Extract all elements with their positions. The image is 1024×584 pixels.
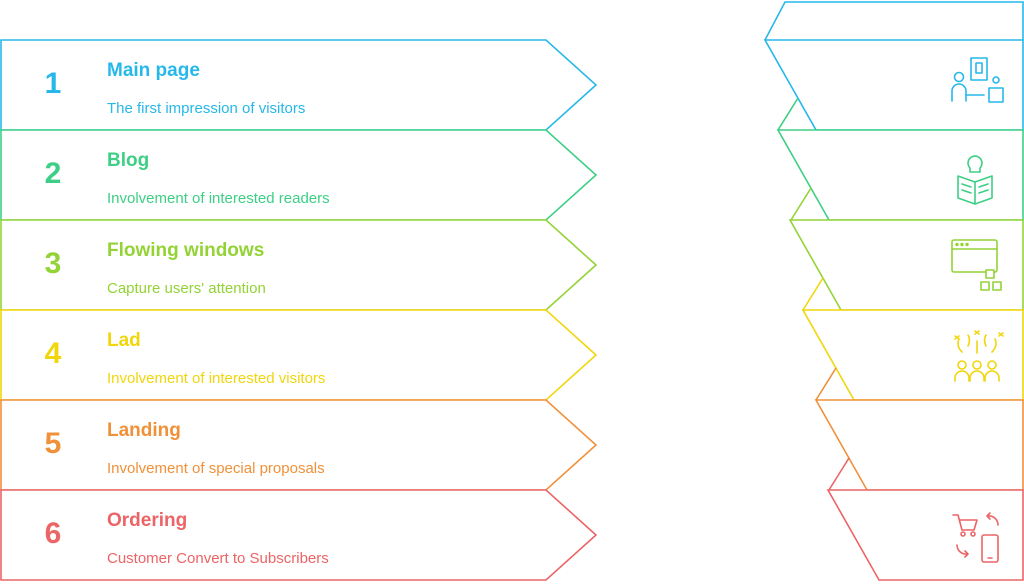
ribbon-band-5 [814, 399, 1024, 491]
ribbon-band-1 [763, 39, 1024, 131]
step-landing: 5 Landing Involvement of special proposa… [0, 400, 560, 488]
step-number: 2 [44, 157, 62, 190]
arrow-bands [0, 39, 598, 581]
step-title: Flowing windows [107, 240, 265, 261]
step-blog: 2 Blog Involvement of interested readers [0, 130, 560, 218]
ribbon-fold-4 [815, 367, 837, 401]
arrow-band-3 [0, 219, 598, 311]
ribbon-fold-3 [802, 277, 824, 311]
step-description: The first impression of visitors [107, 100, 306, 117]
ribbon-band-2 [776, 129, 1024, 221]
step-lad: 4 Lad Involvement of interested visitors [0, 310, 560, 398]
ribbon-band-3 [788, 219, 1024, 311]
ribbon-fold-5 [828, 457, 850, 491]
step-description: Customer Convert to Subscribers [107, 550, 329, 567]
step-number: 4 [44, 337, 62, 370]
arrow-band-2 [0, 129, 598, 221]
ribbon-bands [763, 1, 1024, 581]
step-flowing-windows: 3 Flowing windows Capture users' attenti… [0, 220, 560, 308]
ribbon-fold-1 [777, 97, 799, 131]
step-description: Capture users' attention [107, 280, 266, 297]
arrow-band-4 [0, 309, 598, 401]
step-number: 5 [44, 427, 62, 460]
step-description: Involvement of interested visitors [107, 370, 326, 387]
arrow-band-5 [0, 399, 598, 491]
step-title: Landing [107, 420, 181, 441]
person-reading-icon [957, 155, 993, 205]
step-ordering: 6 Ordering Customer Convert to Subscribe… [0, 490, 560, 578]
step-title: Main page [107, 60, 200, 81]
step-description: Involvement of special proposals [107, 460, 325, 477]
ribbon-fold-2 [790, 187, 812, 221]
step-title: Ordering [107, 510, 188, 531]
arrow-band-1 [0, 39, 598, 131]
browser-window-blocks-icon [951, 239, 1002, 291]
step-main-page: 1 Main page The first impression of visi… [0, 40, 560, 128]
ribbon-top-tab [764, 1, 1024, 41]
presentation-person-icon [951, 57, 1004, 103]
step-number: 1 [44, 67, 62, 100]
ribbon-band-6 [826, 489, 1024, 581]
ribbon-band-4 [801, 309, 1024, 401]
audience-celebration-icon [954, 330, 1004, 382]
step-title: Blog [107, 150, 150, 171]
arrow-band-6 [0, 489, 598, 581]
step-number: 3 [44, 247, 62, 280]
step-title: Lad [107, 330, 141, 351]
step-number: 6 [44, 517, 62, 550]
cart-mobile-sync-icon [952, 512, 999, 563]
step-description: Involvement of interested readers [107, 190, 330, 207]
